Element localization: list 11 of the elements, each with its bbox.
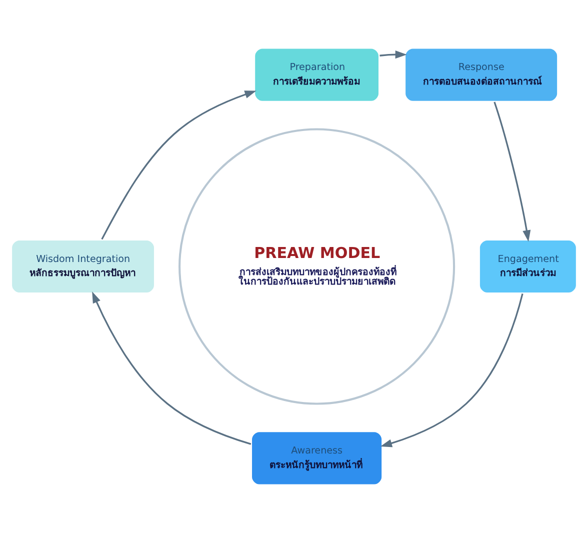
node-circle: PREAW MODEL การส่งเสริมบทบาทของผู้ปกครองท้องที่ในการป้องกันและปราบปรามยาเสพติด [178,128,456,405]
arrow [380,294,524,448]
node-box: Awareness ตระหนักรู้บทบาทหน้าที่ [250,430,384,486]
node-box: Engagement การมีส่วนร่วม [478,238,578,295]
arrow [101,90,256,240]
node-box: Preparation การเตรียมความพร้อม [253,46,381,103]
arrow [380,50,407,59]
node-box: Response การตอบสนองต่อสถานการณ์ [404,46,560,103]
arrow [494,102,531,242]
node-box: Wisdom Integration หลักธรรมบูรณาการปัญหา [10,238,156,295]
arrow [92,291,252,445]
